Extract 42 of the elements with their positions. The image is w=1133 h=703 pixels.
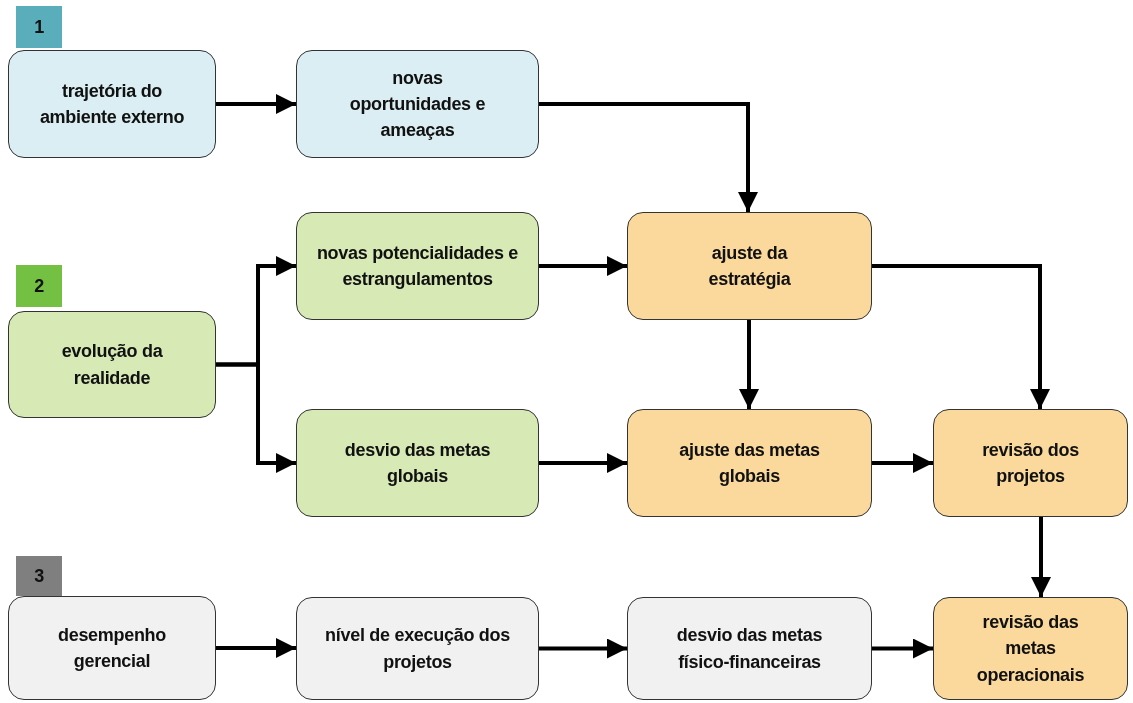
box-label: nível de execução dos projetos <box>324 624 511 674</box>
process-box <box>627 409 872 517</box>
process-box <box>8 311 216 418</box>
process-box <box>933 597 1128 700</box>
process-box <box>627 212 872 320</box>
box-label: novas potencialidades e estrangulamentos <box>315 241 520 291</box>
box-label: ajuste da estratégia <box>707 241 792 291</box>
box-label: 3 <box>34 564 44 588</box>
process-box <box>296 597 539 700</box>
process-box <box>296 50 539 158</box>
process-box <box>8 50 216 158</box>
process-box <box>627 597 872 700</box>
arrow <box>539 256 627 276</box>
step-number-badge <box>16 556 62 596</box>
step-number-badge <box>16 265 62 307</box>
process-box <box>8 596 216 700</box>
arrow <box>216 94 296 114</box>
arrow <box>872 453 933 473</box>
box-label: 1 <box>34 15 44 39</box>
box-label: revisão dos projetos <box>981 438 1080 488</box>
arrow <box>872 264 1050 409</box>
box-label: desempenho gerencial <box>57 623 167 673</box>
box-label: novas oportunidades e ameaças <box>348 66 487 143</box>
box-label: revisão das metas operacionais <box>975 611 1086 687</box>
arrow <box>539 102 758 212</box>
box-label: trajetória do ambiente externo <box>39 79 185 129</box>
box-label: evolução da realidade <box>60 340 164 390</box>
arrow <box>539 453 627 473</box>
step-number-badge <box>16 6 62 48</box>
arrow <box>739 320 759 409</box>
box-label: 2 <box>34 274 44 298</box>
box-label: ajuste das metas globais <box>678 438 821 488</box>
process-box <box>296 212 539 320</box>
process-box <box>933 409 1128 517</box>
arrow <box>539 638 627 659</box>
box-label: desvio das metas globais <box>343 438 492 488</box>
arrow <box>216 362 296 473</box>
arrow <box>216 638 296 658</box>
arrow <box>872 638 933 659</box>
box-label: desvio das metas físico-financeiras <box>675 624 824 674</box>
arrow <box>1031 517 1051 597</box>
process-box <box>296 409 539 517</box>
